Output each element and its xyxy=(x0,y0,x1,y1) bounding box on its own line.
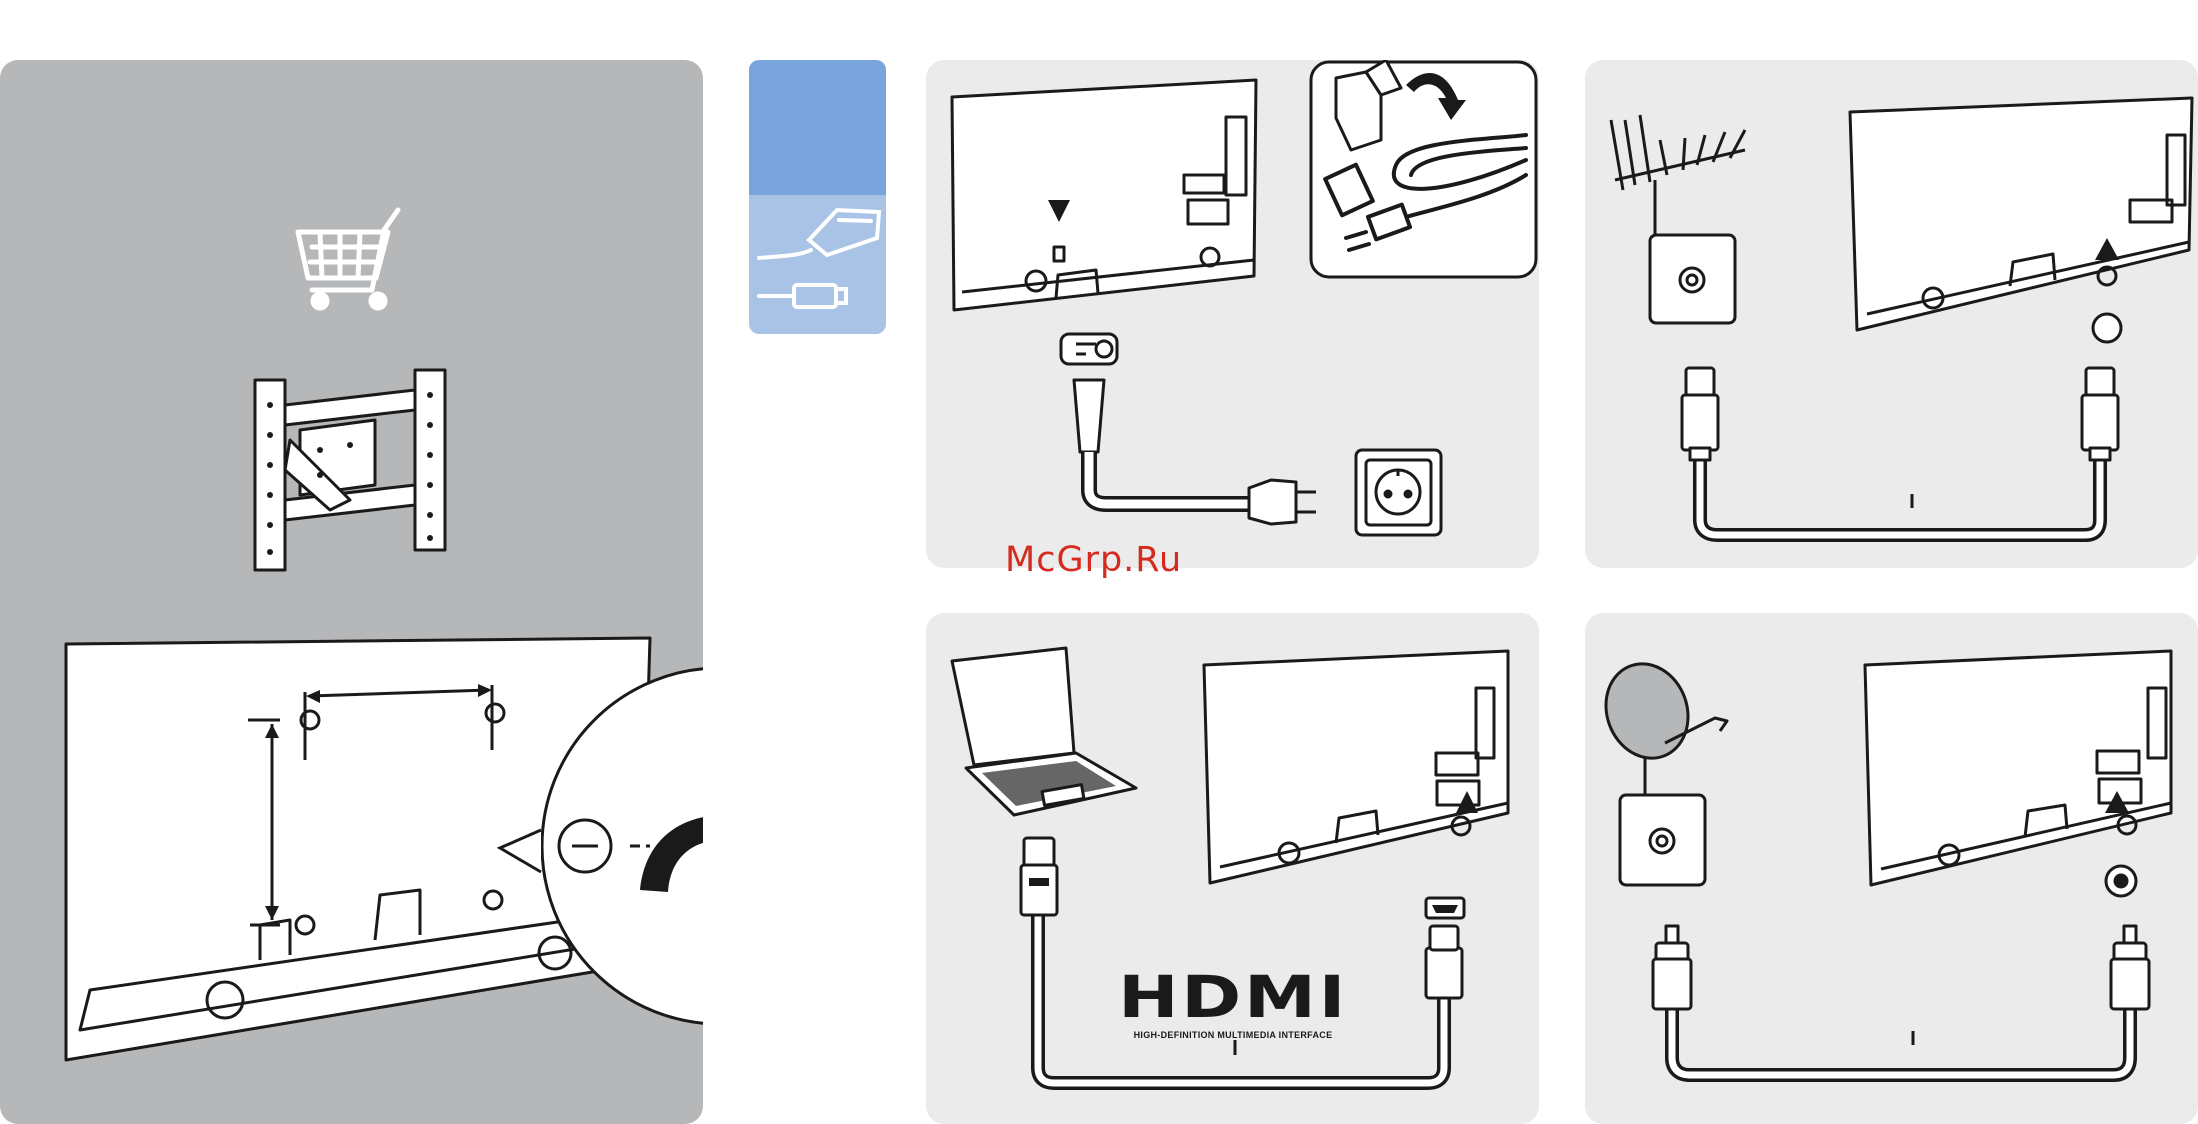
wall-socket-icon xyxy=(1356,450,1441,535)
satellite-dish-icon xyxy=(1593,652,1727,796)
shopping-cart-icon xyxy=(298,210,398,308)
tv-rear-view xyxy=(1850,98,2192,342)
hdmi-connection-panel: HDMI HIGH-DEFINITION MULTIMEDIA INTERFAC… xyxy=(926,613,1539,1124)
hdmi-plug-icon xyxy=(759,285,846,307)
hdmi-logo-tagline: HIGH-DEFINITION MULTIMEDIA INTERFACE xyxy=(1120,1030,1346,1040)
satellite-connection-panel xyxy=(1585,613,2198,1124)
tv-rear-view xyxy=(1204,651,1508,883)
antenna-wall-socket xyxy=(1650,235,1735,323)
connections-tab[interactable] xyxy=(749,60,886,334)
hdmi-logo: HDMI HIGH-DEFINITION MULTIMEDIA INTERFAC… xyxy=(1120,968,1346,1040)
tv-rear-view xyxy=(1865,651,2171,896)
satellite-cable-diagram xyxy=(1653,926,2149,1075)
wall-mount-illustration xyxy=(0,60,703,1124)
wall-mount-bracket-icon xyxy=(255,370,445,570)
wall-mount-panel xyxy=(0,60,703,1124)
power-plug-diagram xyxy=(1061,334,1316,524)
hdmi-logo-word: HDMI xyxy=(1092,968,1375,1026)
satellite-wall-socket xyxy=(1620,795,1705,885)
antenna-icon xyxy=(1611,115,1745,235)
power-connection-panel xyxy=(926,60,1539,568)
antenna-connection-panel xyxy=(1585,60,2198,568)
scart-cable-icon xyxy=(759,210,879,258)
laptop-icon xyxy=(952,648,1136,815)
tv-rear-view xyxy=(952,80,1256,310)
tab-icons xyxy=(749,60,886,334)
watermark-text: McGrp.Ru xyxy=(1005,540,1182,580)
coax-cable-diagram xyxy=(1682,368,2118,535)
